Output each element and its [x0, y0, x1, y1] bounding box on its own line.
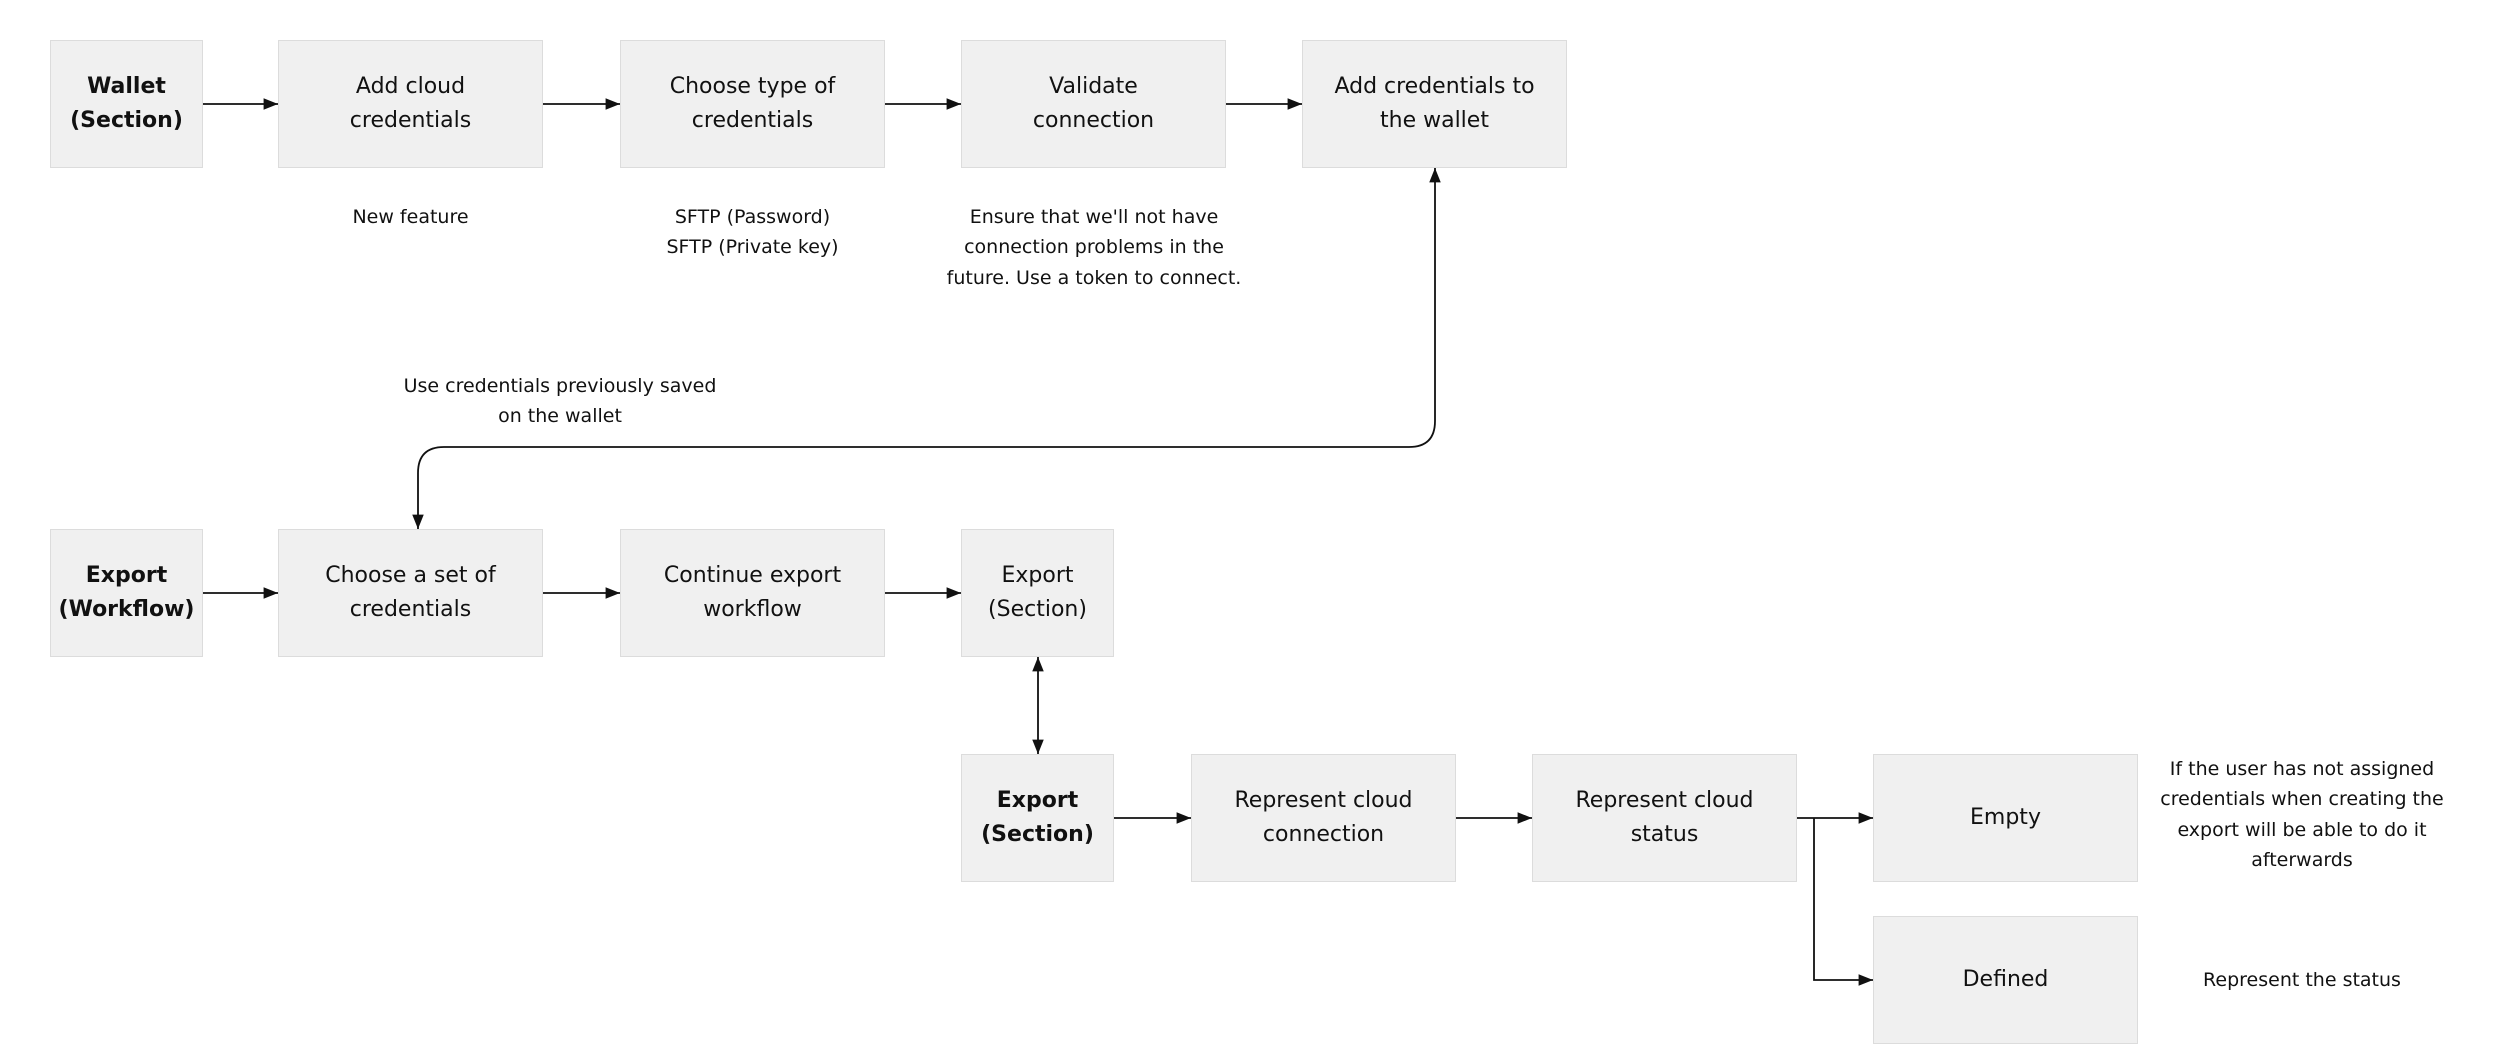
- node-defined: Defined: [1873, 916, 2138, 1044]
- node-label: Choose a set of credentials: [325, 562, 496, 622]
- node-validate-connection: Validate connection: [961, 40, 1226, 168]
- node-export-workflow: Export (Workflow): [50, 529, 203, 657]
- node-label: Continue export workflow: [663, 562, 842, 622]
- node-export-section-bottom: Export (Section): [961, 754, 1114, 882]
- node-label: Export (Section): [988, 562, 1087, 622]
- node-represent-cloud-status: Represent cloud status: [1532, 754, 1797, 882]
- node-label: Add credentials to the wallet: [1334, 73, 1535, 133]
- node-label: Choose type of credentials: [669, 73, 836, 133]
- edge-status-to-defined: [1813, 818, 1873, 986]
- node-represent-cloud-connection: Represent cloud connection: [1191, 754, 1456, 882]
- node-wallet-section: Wallet (Section): [50, 40, 203, 168]
- node-label: Wallet (Section): [70, 73, 183, 133]
- node-label: Validate connection: [1032, 73, 1155, 133]
- node-continue-export-workflow: Continue export workflow: [620, 529, 885, 657]
- note-empty-credentials: If the user has not assigned credentials…: [2160, 758, 2444, 872]
- node-choose-type-of-credentials: Choose type of credentials: [620, 40, 885, 168]
- node-export-section-top: Export (Section): [961, 529, 1114, 657]
- node-label: Empty: [1970, 804, 2041, 830]
- node-label: Represent cloud connection: [1234, 787, 1413, 847]
- node-add-credentials-to-wallet: Add credentials to the wallet: [1302, 40, 1567, 168]
- node-label: Defined: [1962, 966, 2049, 992]
- node-label: Export (Workflow): [58, 562, 195, 622]
- node-label: Add cloud credentials: [349, 73, 472, 133]
- note-represent-status: Represent the status: [2203, 969, 2401, 991]
- node-choose-set-of-credentials: Choose a set of credentials: [278, 529, 543, 657]
- node-label: Export (Section): [981, 787, 1094, 847]
- node-empty: Empty: [1873, 754, 2138, 882]
- edge-wallet-to-choose-set: [412, 168, 1441, 529]
- node-label: Represent cloud status: [1575, 787, 1754, 847]
- node-add-cloud-credentials: Add cloud credentials: [278, 40, 543, 168]
